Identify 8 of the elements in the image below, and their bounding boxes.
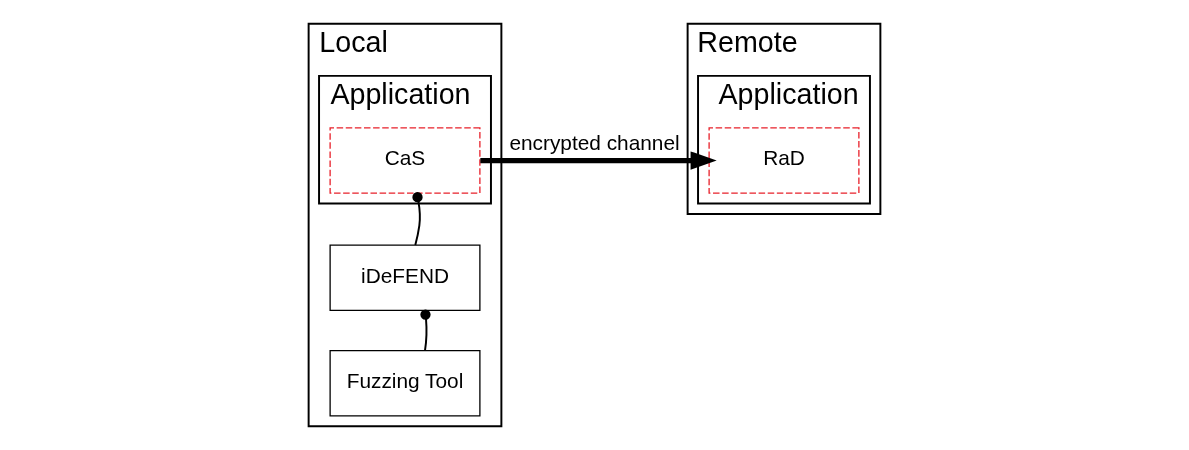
connector [412,192,423,246]
edge-label: encrypted channel [509,130,680,154]
node-box: iDeFEND [329,244,481,311]
node-box: RaD [708,127,860,194]
node-box: Fuzzing Tool [329,350,481,417]
arrow [480,151,717,170]
node-box: CaS [329,127,481,194]
connector [420,309,431,352]
